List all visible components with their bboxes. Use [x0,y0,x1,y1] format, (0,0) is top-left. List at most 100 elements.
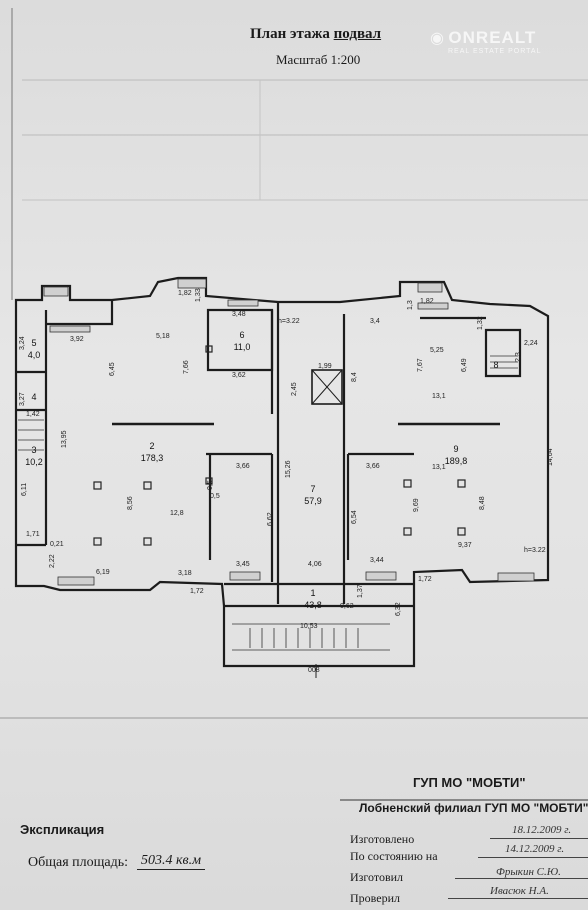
watermark-logo-icon: ◉ [430,30,444,47]
dimension-label: 6,19 [96,569,110,576]
room-7-area: 57,9 [304,496,322,506]
dimension-label: 9,37 [458,542,472,549]
dimension-label: 9,69 [413,498,420,512]
dimension-label: 1,72 [418,576,432,583]
dimension-label: 8,48 [479,496,486,510]
organization-name: ГУП МО "МОБТИ" [413,775,526,790]
dimension-label: 0,21 [50,541,64,548]
dimension-label: 1,3 [407,300,414,310]
room-7-number: 7 [310,484,315,494]
dimension-label: 1,99 [318,363,332,370]
organization-branch: Лобненский филиал ГУП МО "МОБТИ" [359,801,588,815]
dimension-label: 7,66 [183,360,190,374]
dimension-labels: 1,82 1,33 3,48 h=3.22 3,4 1,3 1,82 1,32 … [19,288,554,674]
floor-plan: 1 43,8 2 178,3 3 10,2 4 5 4,0 6 11,0 7 5… [14,276,554,678]
room-9-number: 9 [453,444,458,454]
dimension-label: 8,56 [127,496,134,510]
room-3-area: 10,2 [25,457,43,467]
walls [14,276,550,668]
dimension-label: 4,06 [308,561,322,568]
dimension-label: 10,53 [300,623,318,630]
watermark: ◉ ONREALT REAL ESTATE PORTAL [430,28,542,55]
dimension-label: 2,3 [515,352,522,362]
dimension-label: 3,48 [232,311,246,318]
dimension-label: 3,24 [19,336,26,350]
made-by-value: Фрыкин С.Ю. [496,866,561,878]
dimension-label: 3,45 [236,561,250,568]
room-9-area: 189,8 [445,456,468,466]
page-title: План этажа подвал [250,26,382,42]
room-4-number: 4 [31,392,36,402]
dimension-label: 3,4 [370,318,380,325]
as-of-date-label: По состоянию на [350,849,438,863]
dimension-label: 13,95 [61,430,68,448]
field-underline [448,898,588,899]
dimension-label: 13,1 [432,393,446,400]
dimension-label: 3,66 [366,463,380,470]
dimension-label: 008 [308,667,320,674]
dimension-label: 5,25 [430,347,444,354]
dimension-label: 3,92 [70,336,84,343]
field-underline [478,857,588,858]
dimension-label: 13,1 [432,464,446,471]
dimension-label: 1,71 [26,531,40,538]
dimension-label: 14,04 [547,448,554,466]
scale-label: Масштаб 1:200 [276,52,361,67]
field-underline [455,878,588,879]
dimension-label: 7,67 [417,358,424,372]
field-underline [490,838,588,839]
dimension-label: 1,82 [420,298,434,305]
room-5-area: 4,0 [28,350,41,360]
room-1-number: 1 [310,588,315,598]
checked-by-label: Проверил [350,891,400,905]
total-area-label: Общая площадь: [28,855,129,870]
as-of-date-value: 14.12.2009 г. [505,843,565,855]
room-labels: 1 43,8 2 178,3 3 10,2 4 5 4,0 6 11,0 7 5… [25,330,498,610]
explication-title: Экспликация [20,822,105,837]
columns [93,345,466,546]
made-by-label: Изготовил [350,870,404,884]
dimension-label: 1,82 [178,290,192,297]
dimension-label: 1,37 [357,584,364,598]
dimension-label: 6,11 [21,483,28,496]
dimension-label: 3,18 [178,570,192,577]
stairs [18,355,518,651]
dimension-label: 6,49 [461,358,468,372]
total-area-value: 503.4 кв.м [137,853,206,870]
dimension-label: 2,24 [524,340,538,347]
dimension-label: 1,33 [195,288,202,302]
dimension-label: 3,27 [19,392,26,406]
windows [43,278,535,586]
checked-by-value: Ивасюк Н.А. [490,885,549,897]
dimension-label: 2,45 [291,382,298,396]
dimension-label: 6,45 [109,362,116,376]
dimension-label: 5,18 [156,333,170,340]
room-3-number: 3 [31,445,36,455]
dimension-label: 0,5 [210,493,220,500]
dimension-label: 15,26 [285,460,292,478]
dimension-label: 1,32 [477,316,484,330]
dimension-label: 1,42 [26,411,40,418]
room-2-number: 2 [149,441,154,451]
room-6-number: 6 [239,330,244,340]
dimension-label: 6,62 [267,512,274,526]
dimension-label: 1,72 [190,588,204,595]
room-1-area: 43,8 [304,600,322,610]
dimension-label: h=3.22 [524,547,546,554]
made-date-value: 18.12.2009 г. [512,824,572,836]
dimension-label: 2,22 [49,554,56,568]
dimension-label: h=3.22 [278,318,300,325]
room-6-area: 11,0 [234,342,251,352]
dimension-label: 8,4 [351,372,358,382]
dimension-label: 3,66 [236,463,250,470]
dimension-label: 6,54 [351,510,358,524]
dimension-label: 3,62 [232,372,246,379]
dimension-label: 6,32 [395,602,402,616]
room-8-number: 8 [493,360,498,370]
dimension-label: 12,8 [170,510,184,517]
made-date-label: Изготовлено [350,832,415,846]
dimension-label: 0,5 [207,480,214,490]
dimension-label: 0,62 [340,603,354,610]
